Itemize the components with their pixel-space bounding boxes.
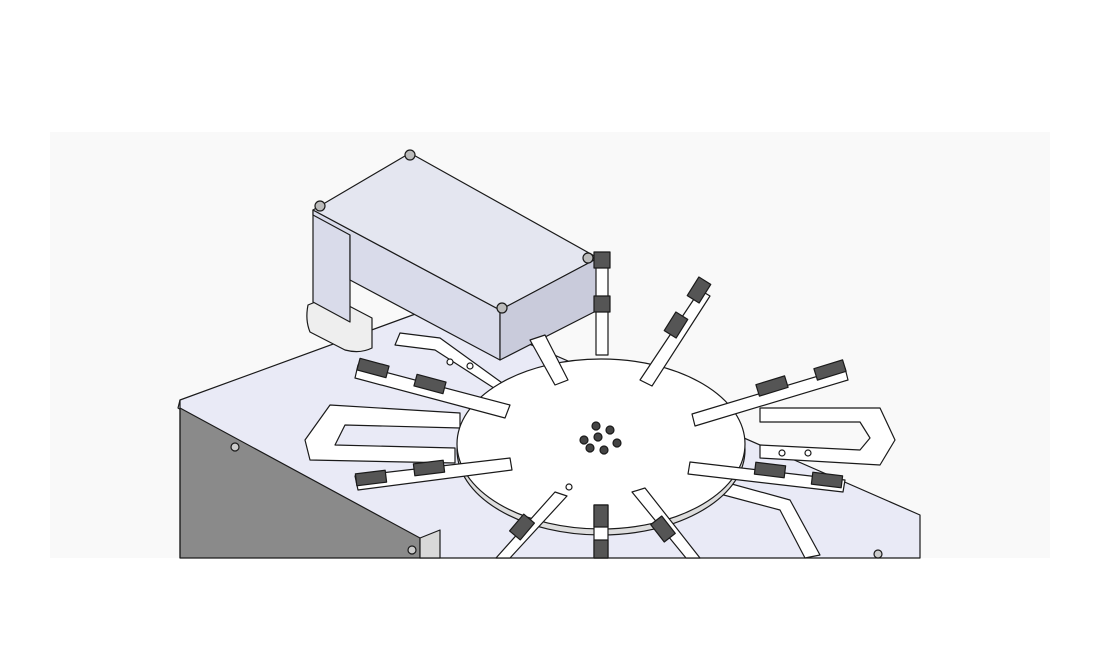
arm <box>354 357 511 419</box>
housing-screw-icon <box>230 442 240 452</box>
arms <box>354 251 849 559</box>
hole-icon <box>605 425 615 435</box>
arm <box>687 461 846 493</box>
box-screw-icon <box>582 252 594 264</box>
housing-right-face <box>419 529 441 559</box>
arm <box>691 359 849 427</box>
enclosure-screws <box>314 149 594 314</box>
tray-clamp-left <box>304 404 461 464</box>
hole-icon <box>585 443 595 453</box>
fastener-icon <box>804 449 812 457</box>
arm <box>593 504 609 559</box>
housing-screws <box>230 442 883 559</box>
box-screw-icon <box>496 302 508 314</box>
fastener-icon <box>446 358 454 366</box>
enclosure-foot <box>306 295 373 353</box>
enclosure-box <box>306 149 599 361</box>
hole-icon <box>599 445 609 455</box>
arm <box>495 491 568 559</box>
arm <box>593 251 611 356</box>
box-screw-icon <box>314 200 326 212</box>
rim-fasteners <box>446 358 812 491</box>
housing-screw-icon <box>407 545 417 555</box>
hole-icon <box>579 435 589 445</box>
hole-icon <box>612 438 622 448</box>
disc-face <box>456 358 746 530</box>
fastener-icon <box>466 362 474 370</box>
fastener-icon <box>778 449 786 457</box>
hole-icon <box>593 432 603 442</box>
arm <box>354 457 513 491</box>
arm <box>639 276 712 387</box>
housing-screw-icon <box>873 549 883 559</box>
fastener-icon <box>565 483 573 491</box>
arm <box>631 487 701 559</box>
arm <box>529 334 569 386</box>
rotary-disc <box>456 358 746 536</box>
hole-icon <box>591 421 601 431</box>
disc-center-holes <box>579 421 622 455</box>
box-screw-icon <box>404 149 416 161</box>
tray-clamp-right <box>759 407 896 466</box>
